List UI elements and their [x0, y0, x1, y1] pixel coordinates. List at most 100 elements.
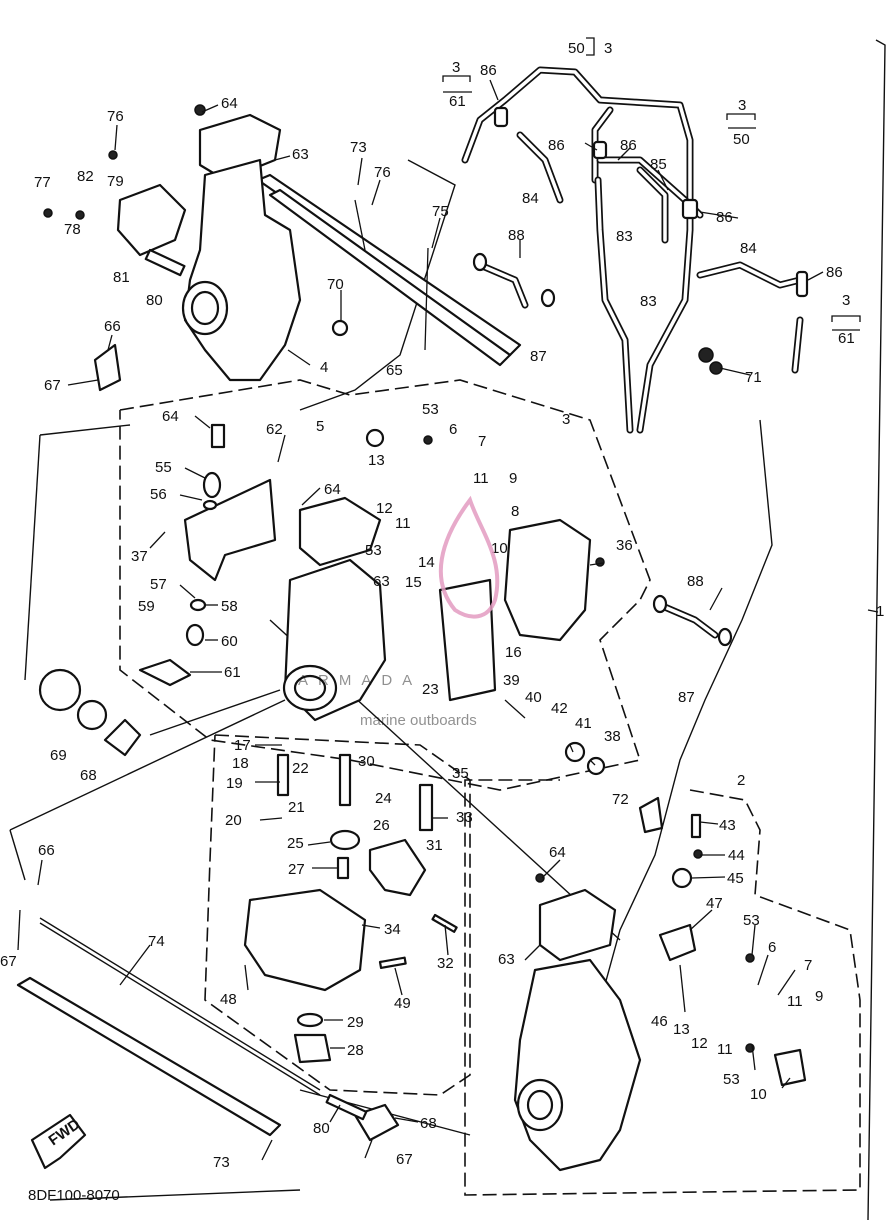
- callout-c53b: 53: [365, 542, 382, 559]
- callout-c46: 46: [651, 1013, 668, 1030]
- callout-c63a: 63: [292, 146, 309, 163]
- callout-c11b: 11: [395, 515, 411, 532]
- carburetor-top-left: [43, 104, 349, 392]
- callout-c27: 27: [288, 861, 305, 878]
- callout-c88b: 88: [687, 573, 704, 590]
- callout-c62: 62: [266, 421, 283, 438]
- reference-boxes: [442, 37, 861, 331]
- callout-c57: 57: [150, 576, 167, 593]
- callout-c61: 61: [224, 664, 241, 681]
- carburetor-lower-right: [325, 796, 807, 1172]
- callout-c24: 24: [375, 790, 392, 807]
- callout-c16: 16: [505, 644, 522, 661]
- callout-c13b: 13: [673, 1021, 690, 1038]
- callout-c81: 81: [113, 269, 130, 286]
- callout-c33: 33: [456, 809, 473, 826]
- callout-c63b: 63: [373, 573, 390, 590]
- callout-c11a: 11: [473, 470, 489, 487]
- callout-c28: 28: [347, 1042, 364, 1059]
- diagram-code: 8DF100-8070: [28, 1187, 120, 1204]
- callout-c35: 35: [452, 765, 469, 782]
- callout-c72: 72: [612, 791, 629, 808]
- callout-c1: 1: [876, 603, 884, 620]
- callout-c85: 85: [650, 156, 667, 173]
- callout-c44: 44: [728, 847, 745, 864]
- callout-c65: 65: [386, 362, 403, 379]
- callout-c17: 17: [234, 737, 251, 754]
- callout-c66b: 66: [38, 842, 55, 859]
- callout-c86a: 86: [480, 62, 497, 79]
- callout-c10a: 10: [491, 540, 508, 557]
- callout-c70: 70: [327, 276, 344, 293]
- callout-c12b: 12: [691, 1035, 708, 1052]
- callout-c86e: 86: [826, 264, 843, 281]
- callout-c79: 79: [107, 173, 124, 190]
- callout-c37: 37: [131, 548, 148, 565]
- callout-c42: 42: [551, 700, 568, 717]
- callout-c80a: 80: [146, 292, 163, 309]
- ref-3-61-right-bottom: 61: [838, 330, 855, 347]
- callout-c53a: 53: [422, 401, 439, 418]
- callout-c76a: 76: [107, 108, 124, 125]
- callout-c63c: 63: [498, 951, 515, 968]
- callout-c67c: 67: [396, 1151, 413, 1168]
- callout-c60: 60: [221, 633, 238, 650]
- callout-c86d: 86: [716, 209, 733, 226]
- callout-c87a: 87: [530, 348, 547, 365]
- callout-c56: 56: [150, 486, 167, 503]
- ref-3-61-top: 3: [452, 59, 460, 76]
- callout-c10b: 10: [750, 1086, 767, 1103]
- callout-c88a: 88: [508, 227, 525, 244]
- callout-c18: 18: [232, 755, 249, 772]
- callout-c53c: 53: [743, 912, 760, 929]
- ref-3-61-bottom: 61: [449, 93, 466, 110]
- linkage-rods: [16, 173, 522, 1137]
- callout-c9a: 9: [509, 470, 517, 487]
- callout-c73a: 73: [350, 139, 367, 156]
- callout-c38: 38: [604, 728, 621, 745]
- callout-c69: 69: [50, 747, 67, 764]
- ref-50: 50: [568, 40, 585, 57]
- callout-c84b: 84: [740, 240, 757, 257]
- callout-c74: 74: [148, 933, 165, 950]
- callout-c25: 25: [287, 835, 304, 852]
- callout-c47: 47: [706, 895, 723, 912]
- callout-c30: 30: [358, 753, 375, 770]
- watermark-tagline: marine outboards: [360, 712, 477, 729]
- callout-c21: 21: [288, 799, 305, 816]
- callout-c6a: 6: [449, 421, 457, 438]
- callout-c9b: 9: [815, 988, 823, 1005]
- callout-c78: 78: [64, 221, 81, 238]
- callout-c7b: 7: [804, 957, 812, 974]
- callout-c64d: 64: [549, 844, 566, 861]
- callout-c8: 8: [511, 503, 519, 520]
- callout-c86b: 86: [548, 137, 565, 154]
- armada-watermark: ARMADA marine outboards: [298, 495, 500, 729]
- callout-c2: 2: [737, 772, 745, 789]
- callout-c76b: 76: [374, 164, 391, 181]
- callout-c3a: 3: [562, 411, 570, 428]
- callout-c26: 26: [373, 817, 390, 834]
- callout-c40: 40: [525, 689, 542, 706]
- callout-c22: 22: [292, 760, 309, 777]
- callout-c66a: 66: [104, 318, 121, 335]
- callout-c53d: 53: [723, 1071, 740, 1088]
- callout-c83a: 83: [616, 228, 633, 245]
- callout-c84a: 84: [522, 190, 539, 207]
- callout-c49: 49: [394, 995, 411, 1012]
- callout-c67b: 67: [0, 953, 17, 970]
- callout-c68a: 68: [80, 767, 97, 784]
- callout-c71: 71: [745, 369, 762, 386]
- callout-c13a: 13: [368, 452, 385, 469]
- callout-c45: 45: [727, 870, 744, 887]
- callout-c23: 23: [422, 681, 439, 698]
- callout-c6b: 6: [768, 939, 776, 956]
- callout-c64a: 64: [221, 95, 238, 112]
- callout-c73b: 73: [213, 1154, 230, 1171]
- callout-c77: 77: [34, 174, 51, 191]
- callout-c29: 29: [347, 1014, 364, 1031]
- callout-c31: 31: [426, 837, 443, 854]
- callout-c43: 43: [719, 817, 736, 834]
- callout-c59: 59: [138, 598, 155, 615]
